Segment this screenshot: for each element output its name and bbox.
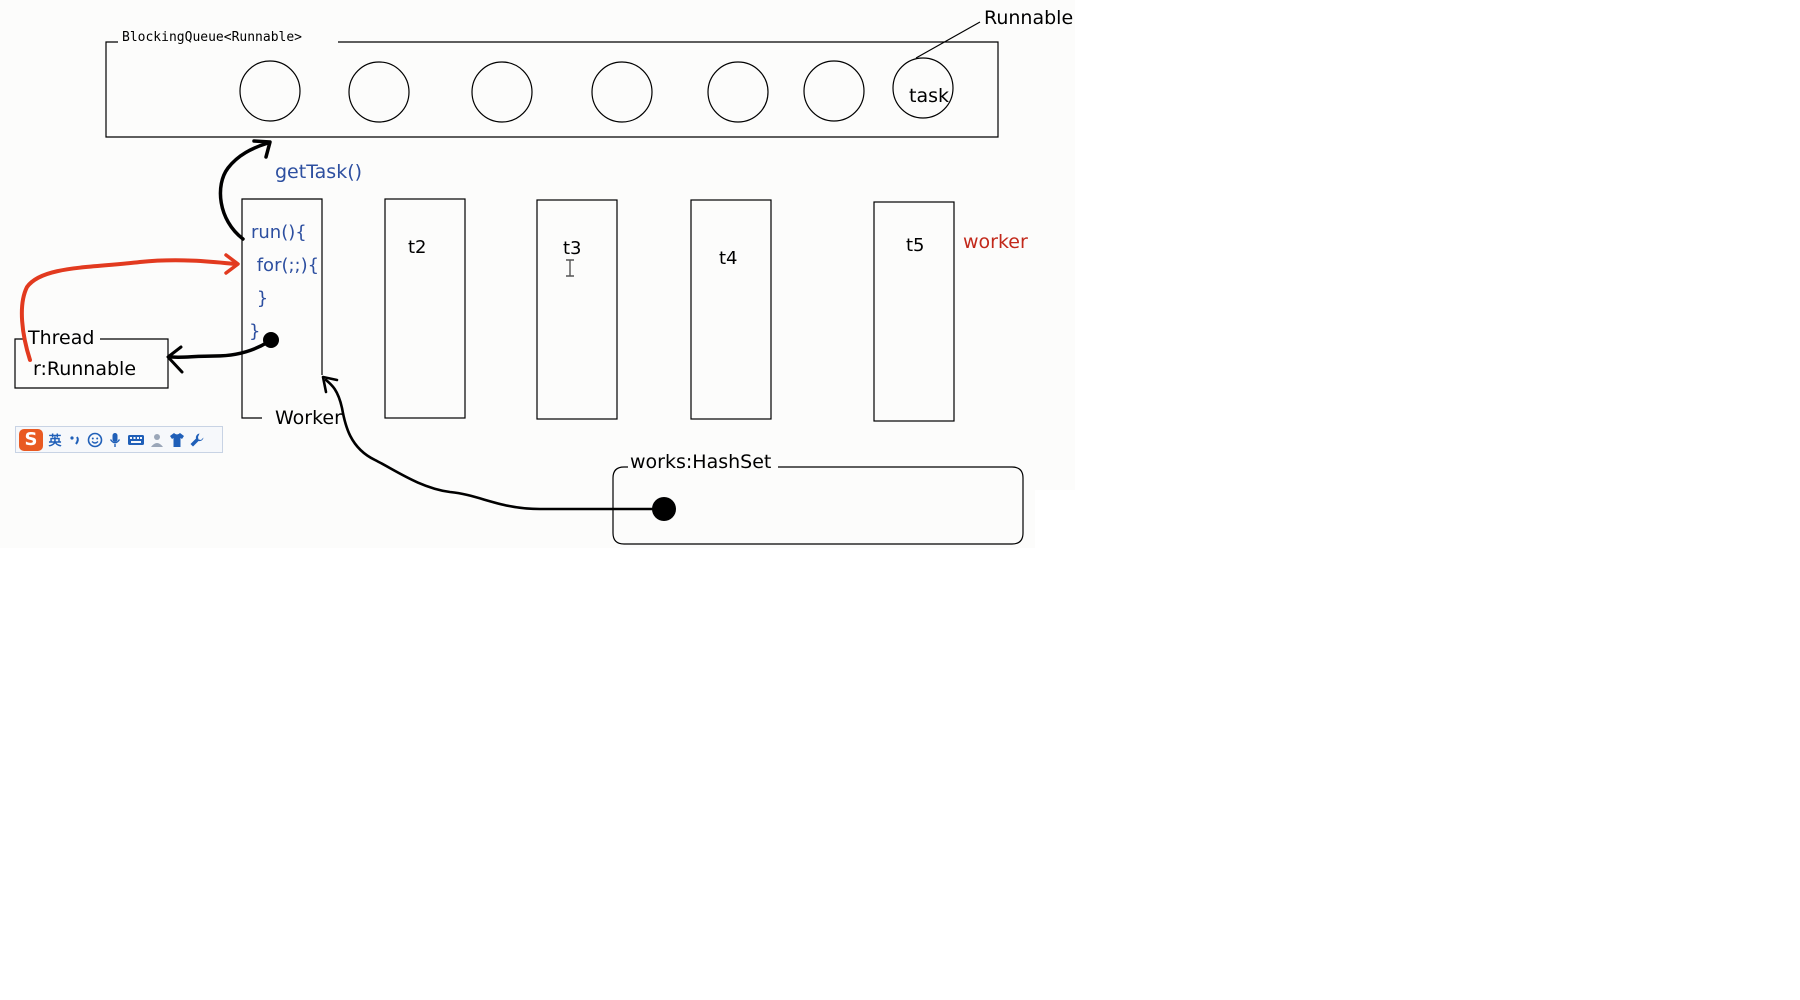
worker-box: run(){ for(;;){ } } Worker bbox=[241, 198, 342, 429]
hashset-outline bbox=[612, 466, 1024, 545]
thread-run-arrow bbox=[19, 258, 237, 362]
thread-label: t4 bbox=[719, 248, 738, 269]
microphone-icon[interactable] bbox=[107, 431, 123, 449]
queue-label: BlockingQueue<Runnable> bbox=[122, 30, 302, 45]
runnable-leader-line bbox=[915, 21, 981, 59]
queue-slot bbox=[239, 60, 301, 122]
thread-label: t3 bbox=[563, 238, 582, 259]
queue-box bbox=[105, 41, 999, 138]
thread-object-label: Thread bbox=[27, 327, 94, 349]
hashset-ref-arrowhead bbox=[321, 375, 339, 394]
settings-icon[interactable] bbox=[189, 431, 205, 449]
ime-toolbar: S 英 bbox=[15, 426, 223, 453]
thread-object-box: Thread r:Runnable bbox=[14, 327, 169, 389]
blocking-queue: BlockingQueue<Runnable> task Runnable bbox=[105, 7, 1073, 138]
worker-code-line: } bbox=[249, 321, 260, 342]
thread-ref-dot bbox=[263, 332, 279, 348]
queue-slot bbox=[471, 61, 533, 123]
thread-object-field: r:Runnable bbox=[33, 358, 136, 380]
worker-group-label: worker bbox=[963, 231, 1028, 253]
keyboard-icon[interactable] bbox=[127, 431, 145, 449]
skin-icon[interactable] bbox=[169, 431, 185, 449]
thread-rect bbox=[690, 199, 772, 420]
thread-box-t4: t4 bbox=[690, 199, 772, 420]
text-cursor-icon bbox=[566, 259, 574, 277]
thread-rect bbox=[536, 199, 618, 420]
emoji-icon[interactable] bbox=[87, 431, 103, 449]
thread-run-arrowhead bbox=[224, 253, 240, 275]
thread-ref-arrow bbox=[170, 340, 270, 360]
gettask-label: getTask() bbox=[275, 161, 362, 183]
worker-box-outline bbox=[241, 198, 323, 419]
thread-rect bbox=[873, 201, 955, 422]
hashset-box: works:HashSet bbox=[612, 451, 1024, 545]
ime-logo-icon[interactable]: S bbox=[19, 428, 43, 451]
hashset-label: works:HashSet bbox=[630, 451, 771, 473]
thread-box-t3: t3 bbox=[536, 199, 618, 420]
thread-box-t2: t2 bbox=[384, 198, 466, 419]
runnable-label: Runnable bbox=[984, 7, 1073, 29]
thread-label: t2 bbox=[408, 237, 427, 258]
thread-ref-arrowhead bbox=[166, 345, 184, 374]
ime-language-toggle[interactable]: 英 bbox=[48, 434, 62, 449]
worker-code-line: } bbox=[251, 288, 268, 309]
thread-object-outline bbox=[14, 338, 169, 389]
worker-code-line: run(){ bbox=[251, 222, 307, 243]
worker-label: Worker bbox=[275, 407, 342, 429]
thread-rect bbox=[384, 198, 466, 419]
hashset-ref-dot bbox=[652, 497, 676, 521]
user-icon[interactable] bbox=[149, 431, 165, 449]
thread-label: t5 bbox=[906, 235, 925, 256]
task-label: task bbox=[909, 85, 949, 107]
punctuation-icon[interactable] bbox=[67, 431, 83, 449]
thread-box-t5: t5 bbox=[873, 201, 955, 422]
queue-slot bbox=[707, 61, 769, 123]
gettask-arrowhead bbox=[252, 139, 272, 159]
queue-slot bbox=[591, 61, 653, 123]
queue-slot-task bbox=[892, 57, 954, 119]
worker-code-line: for(;;){ bbox=[251, 255, 319, 276]
queue-slot bbox=[348, 61, 410, 123]
gettask-arrow bbox=[218, 141, 270, 241]
hashset-ref-arrow bbox=[324, 378, 656, 511]
queue-slot bbox=[803, 60, 865, 122]
